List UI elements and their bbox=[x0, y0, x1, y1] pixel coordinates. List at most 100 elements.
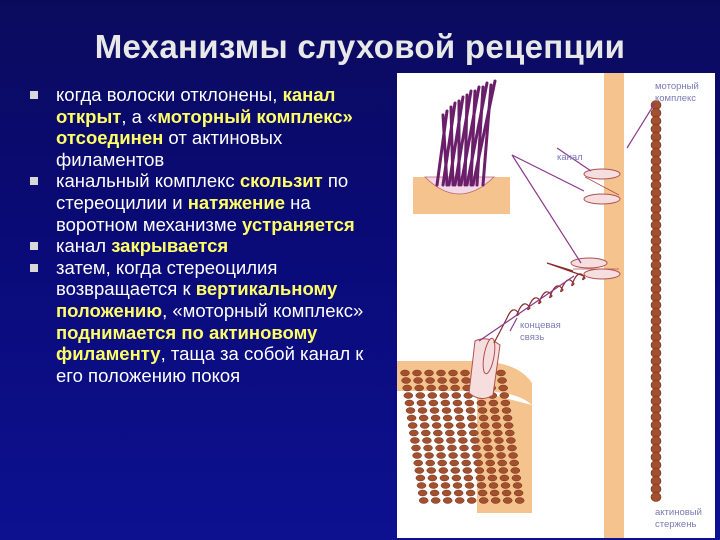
rod-bead bbox=[461, 453, 470, 459]
actin-bead bbox=[651, 421, 661, 430]
rod-bead bbox=[490, 490, 499, 496]
rod-bead bbox=[488, 475, 497, 481]
rod-bead bbox=[458, 438, 467, 444]
actin-bead bbox=[651, 237, 661, 246]
hair-cell-diagram: моторный комплекс канал концевая связь а… bbox=[397, 73, 715, 538]
rod-bead bbox=[468, 423, 477, 429]
bullet-item: когда волоски отклонены, канал открыт, а… bbox=[30, 84, 390, 170]
rod-bead bbox=[478, 408, 487, 414]
rod-bead bbox=[479, 415, 488, 421]
rod-bead bbox=[504, 423, 513, 429]
rod-bead bbox=[491, 415, 500, 421]
rod-bead bbox=[477, 483, 486, 489]
highlighted-text: устраняется bbox=[242, 214, 355, 235]
rod-bead bbox=[442, 490, 451, 496]
rod-bead bbox=[465, 483, 474, 489]
rod-bead bbox=[466, 408, 475, 414]
rod-bead bbox=[461, 370, 470, 376]
rod-bead bbox=[457, 430, 466, 436]
rod-bead bbox=[431, 415, 440, 421]
actin-bead bbox=[651, 269, 661, 278]
rod-bead bbox=[444, 423, 453, 429]
rod-bead bbox=[443, 498, 452, 504]
rod-bead bbox=[413, 453, 422, 459]
rod-bead bbox=[427, 468, 436, 474]
rod-bead bbox=[498, 378, 507, 384]
rod-bead bbox=[491, 498, 500, 504]
rod-bead bbox=[405, 400, 414, 406]
rod-bead bbox=[460, 445, 469, 451]
rod-bead bbox=[510, 460, 519, 466]
rod-bead bbox=[410, 438, 419, 444]
bullet-text: , «моторный комплекс» bbox=[162, 300, 363, 321]
rod-bead bbox=[437, 453, 446, 459]
rod-bead bbox=[401, 370, 410, 376]
actin-bead bbox=[651, 301, 661, 310]
rod-bead bbox=[436, 445, 445, 451]
label-tip-2: связь bbox=[520, 332, 544, 343]
rod-bead bbox=[474, 460, 483, 466]
rod-bead bbox=[404, 393, 413, 399]
label-motor-2: комплекс bbox=[655, 93, 696, 104]
rod-bead bbox=[467, 415, 476, 421]
rod-bead bbox=[426, 460, 435, 466]
actin-bead bbox=[651, 461, 661, 470]
actin-bead bbox=[651, 181, 661, 190]
rod-bead bbox=[501, 483, 510, 489]
actin-bead bbox=[651, 277, 661, 286]
label-motor-1: моторный bbox=[655, 81, 699, 92]
rod-bead bbox=[432, 423, 441, 429]
rod-bead bbox=[451, 385, 460, 391]
actin-bead bbox=[651, 253, 661, 262]
rod-bead bbox=[470, 438, 479, 444]
rod-bead bbox=[503, 498, 512, 504]
actin-bead bbox=[651, 133, 661, 142]
actin-bead bbox=[651, 109, 661, 118]
rod-bead bbox=[448, 445, 457, 451]
actin-bead bbox=[651, 325, 661, 334]
rod-bead bbox=[421, 430, 430, 436]
rod-bead bbox=[489, 400, 498, 406]
hair-bundle-inset bbox=[413, 81, 510, 214]
actin-filament bbox=[651, 101, 661, 502]
rod-bead bbox=[426, 378, 435, 384]
rod-bead bbox=[428, 393, 437, 399]
actin-bead bbox=[651, 293, 661, 302]
rod-bead bbox=[455, 498, 464, 504]
rod-bead bbox=[439, 468, 448, 474]
rod-bead bbox=[452, 393, 461, 399]
rod-bead bbox=[418, 408, 427, 414]
bullet-square-icon bbox=[30, 177, 38, 185]
label-tip-1: концевая bbox=[520, 320, 561, 331]
rod-bead bbox=[416, 393, 425, 399]
rod-bead bbox=[445, 430, 454, 436]
rod-bead bbox=[412, 445, 421, 451]
rod-bead bbox=[499, 468, 508, 474]
rod-bead bbox=[442, 408, 451, 414]
bullet-text: канал bbox=[56, 235, 111, 256]
rod-bead bbox=[433, 430, 442, 436]
bullet-text: , а « bbox=[121, 106, 157, 127]
rod-bead bbox=[476, 475, 485, 481]
rod-bead bbox=[430, 490, 439, 496]
rod-bead bbox=[511, 468, 520, 474]
actin-bead bbox=[651, 285, 661, 294]
rod-bead bbox=[480, 423, 489, 429]
rod-bead bbox=[425, 453, 434, 459]
label-actin-1: актиновый bbox=[655, 507, 702, 518]
rod-bead bbox=[465, 400, 474, 406]
actin-bead bbox=[651, 205, 661, 214]
rod-bead bbox=[502, 490, 511, 496]
actin-bead bbox=[651, 197, 661, 206]
rod-bead bbox=[486, 460, 495, 466]
label-actin-2: стержень bbox=[655, 519, 696, 530]
rod-bead bbox=[498, 460, 507, 466]
actin-bead bbox=[651, 261, 661, 270]
stereocilium-strand bbox=[471, 91, 475, 185]
rod-bead bbox=[492, 423, 501, 429]
actin-bead bbox=[651, 373, 661, 382]
lower-stereocilium bbox=[397, 361, 532, 513]
actin-bead bbox=[651, 405, 661, 414]
rod-bead bbox=[484, 445, 493, 451]
rod-bead bbox=[409, 430, 418, 436]
